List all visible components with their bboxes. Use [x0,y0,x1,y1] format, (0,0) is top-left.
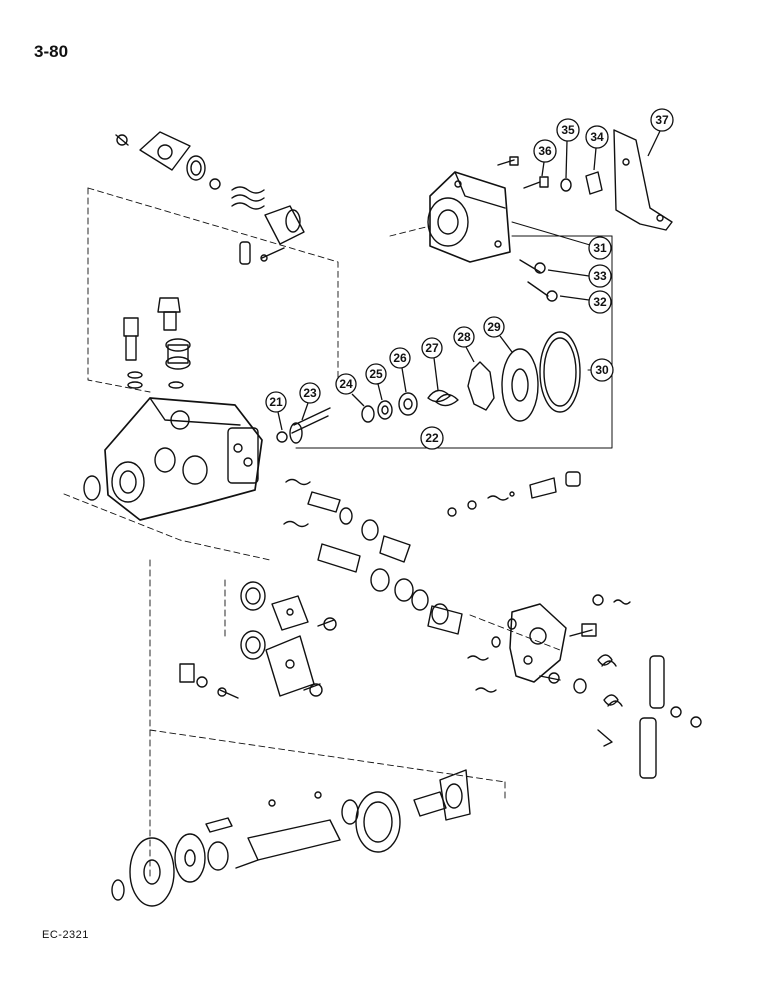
figure-code: EC-2321 [42,929,89,941]
callout-35: 35 [556,118,580,179]
adapter-plates [179,581,337,699]
governor-parts-row [276,331,581,444]
callout-29-label: 29 [487,320,501,334]
plunger-sleeve-group [283,471,581,635]
callout-34-label: 34 [590,130,604,144]
callout-23: 23 [299,382,321,421]
callout-32-label: 32 [593,295,607,309]
callout-28-label: 28 [457,330,471,344]
callout-33-label: 33 [593,269,607,283]
callout-22: 22 [420,426,444,450]
callout-37: 37 [647,108,674,157]
hydraulic-head-cover [427,129,673,302]
callout-21: 21 [265,391,287,431]
assembly-guide-lines [63,187,561,881]
callout-37-label: 37 [655,113,669,127]
callout-26: 26 [389,347,411,393]
pump-housing [83,397,263,521]
callout-24-label: 24 [339,377,353,391]
callout-30: 30 [590,358,614,382]
callout-21-label: 21 [269,395,283,409]
delivery-valve-stack [123,297,191,389]
callout-25-label: 25 [369,367,383,381]
callout-22-label: 22 [425,431,439,445]
callout-28: 28 [453,326,475,363]
callout-29: 29 [483,316,513,353]
callout-31-label: 31 [593,241,607,255]
callout-25: 25 [365,363,387,401]
top-left-cover-group [115,131,305,265]
page-number: 3-80 [34,42,69,61]
callout-32: 32 [559,290,612,314]
drive-shaft-group [111,769,471,907]
callout-35-label: 35 [561,123,575,137]
callout-23-label: 23 [303,386,317,400]
callout-24: 24 [335,373,365,407]
callout-36-label: 36 [538,144,552,158]
callout-27-label: 27 [425,341,439,355]
callout-26-label: 26 [393,351,407,365]
callout-34: 34 [585,125,609,171]
callout-31: 31 [588,236,612,260]
governor-lever-group [467,594,702,779]
callout-27: 27 [421,337,443,391]
callout-36: 36 [533,139,557,177]
callout-33: 33 [547,264,612,288]
callout-30-label: 30 [595,363,609,377]
callouts: 21 22 23 24 25 26 27 [265,108,674,450]
